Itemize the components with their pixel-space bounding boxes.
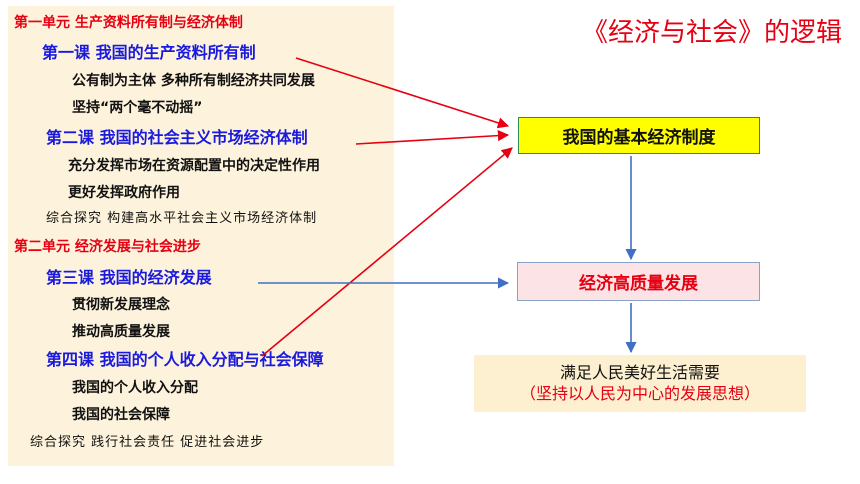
lesson-3-topic-1: 贯彻新发展理念 xyxy=(72,297,170,313)
lesson-4-topic-2: 我国的社会保障 xyxy=(72,407,170,423)
lesson-1-topic-1: 公有制为主体 多种所有制经济共同发展 xyxy=(72,73,315,89)
page-title: 《经济与社会》的逻辑 xyxy=(581,18,842,48)
arrow-lesson1-to-basic xyxy=(295,57,510,129)
explore-2: 综合探究 践行社会责任 促进社会进步 xyxy=(30,435,265,450)
lesson-4-topic-1: 我国的个人收入分配 xyxy=(72,380,198,396)
basic-economic-system-label: 我国的基本经济制度 xyxy=(562,128,716,148)
unit-1-heading: 第一单元 生产资料所有制与经济体制 xyxy=(14,15,243,31)
lesson-3-topic-2: 推动高质量发展 xyxy=(72,324,170,340)
arrow-lesson2-to-basic xyxy=(355,130,510,145)
lesson-1-heading: 第一课 我国的生产资料所有制 xyxy=(42,43,256,62)
people-needs-label: 满足人民美好生活需要 xyxy=(559,362,720,382)
people-needs-box: 满足人民美好生活需要 （坚持以人民为中心的发展思想） xyxy=(474,355,806,412)
lesson-1-topic-2: 坚持“两个毫不动摇” xyxy=(72,100,203,116)
lesson-2-heading: 第二课 我国的社会主义市场经济体制 xyxy=(46,128,308,147)
outline-panel xyxy=(8,6,394,466)
lesson-4-heading: 第四课 我国的个人收入分配与社会保障 xyxy=(46,350,324,369)
high-quality-development-label: 经济高质量发展 xyxy=(579,274,698,294)
high-quality-development-box: 经济高质量发展 xyxy=(517,262,760,301)
people-centered-label: （坚持以人民为中心的发展思想） xyxy=(519,383,760,403)
basic-economic-system-box: 我国的基本经济制度 xyxy=(518,117,760,154)
lesson-2-topic-1: 充分发挥市场在资源配置中的决定性作用 xyxy=(68,158,320,174)
explore-1: 综合探究 构建高水平社会主义市场经济体制 xyxy=(46,211,318,226)
arrow-lesson4-to-basic xyxy=(261,147,513,357)
lesson-2-topic-2: 更好发挥政府作用 xyxy=(68,185,180,201)
lesson-3-heading: 第三课 我国的经济发展 xyxy=(46,268,212,287)
unit-2-heading: 第二单元 经济发展与社会进步 xyxy=(14,239,201,255)
